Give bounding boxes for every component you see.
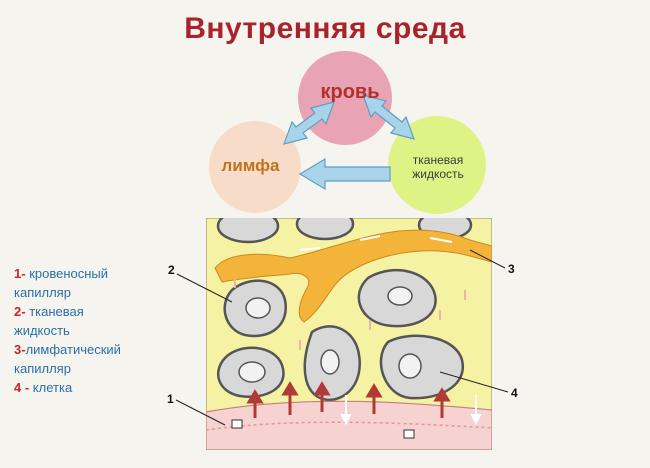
blood-capillary xyxy=(206,400,492,450)
legend-item: 2- тканевая жидкость xyxy=(14,302,189,340)
arrow-blood-tissue xyxy=(362,94,415,140)
lymph-label: лимфа xyxy=(221,156,280,175)
legend-text-line2: капилляр xyxy=(14,285,71,300)
legend-number: 4 xyxy=(14,380,22,395)
diagram-label-4: 4 xyxy=(511,386,518,400)
tissue-section xyxy=(206,218,492,450)
legend-text-line2: капилляр xyxy=(14,361,71,376)
tissue-fluid-label-line2: жидкость xyxy=(412,167,464,181)
arrow-blood-lymph xyxy=(283,101,335,145)
diagram-label-3: 3 xyxy=(508,262,515,276)
lymph-capillary xyxy=(214,229,492,323)
tissue-fluid-label: тканевая жидкость xyxy=(393,153,483,181)
diagram-label-2: 2 xyxy=(168,263,175,277)
cell xyxy=(295,218,355,241)
legend-item: 3-лимфатический капилляр xyxy=(14,340,189,378)
legend-separator: - xyxy=(21,266,30,281)
tissue-fluid-label-line1: тканевая xyxy=(412,153,464,167)
page-title: Внутренняя среда xyxy=(184,12,466,45)
legend-number: 3 xyxy=(14,342,22,357)
legend-separator: - xyxy=(21,380,33,395)
blood-to-tissue-arrows xyxy=(246,381,451,418)
legend-text: клетка xyxy=(32,380,73,395)
blood-cell xyxy=(231,419,243,429)
cell-nucleus xyxy=(245,297,271,319)
diagram-label-1: 1 xyxy=(167,392,174,406)
cell xyxy=(379,334,465,400)
blood-circle xyxy=(298,51,392,145)
leader-lines xyxy=(175,249,509,426)
legend-item: 4 - клетка xyxy=(14,378,189,397)
legend-separator: - xyxy=(21,342,26,357)
legend-text: лимфатический xyxy=(25,342,121,357)
legend-number: 1 xyxy=(14,266,22,281)
legend-item: 1- кровеносный капилляр xyxy=(14,264,189,302)
legend: 1- кровеносный капилляр 2- тканевая жидк… xyxy=(14,264,189,397)
arrow-tissue-lymph xyxy=(298,157,391,191)
blood-label: кровь xyxy=(320,81,380,103)
tissue-fluid-circle xyxy=(388,116,486,214)
legend-number: 2 xyxy=(14,304,22,319)
legend-text-line2: жидкость xyxy=(14,323,70,338)
exchange-arrows xyxy=(283,94,415,191)
lymph-circle xyxy=(209,121,301,213)
legend-text: тканевая xyxy=(29,304,84,319)
legend-text: кровеносный xyxy=(29,266,109,281)
flow-arrow xyxy=(299,247,321,251)
cell xyxy=(216,218,280,244)
legend-separator: - xyxy=(21,304,30,319)
